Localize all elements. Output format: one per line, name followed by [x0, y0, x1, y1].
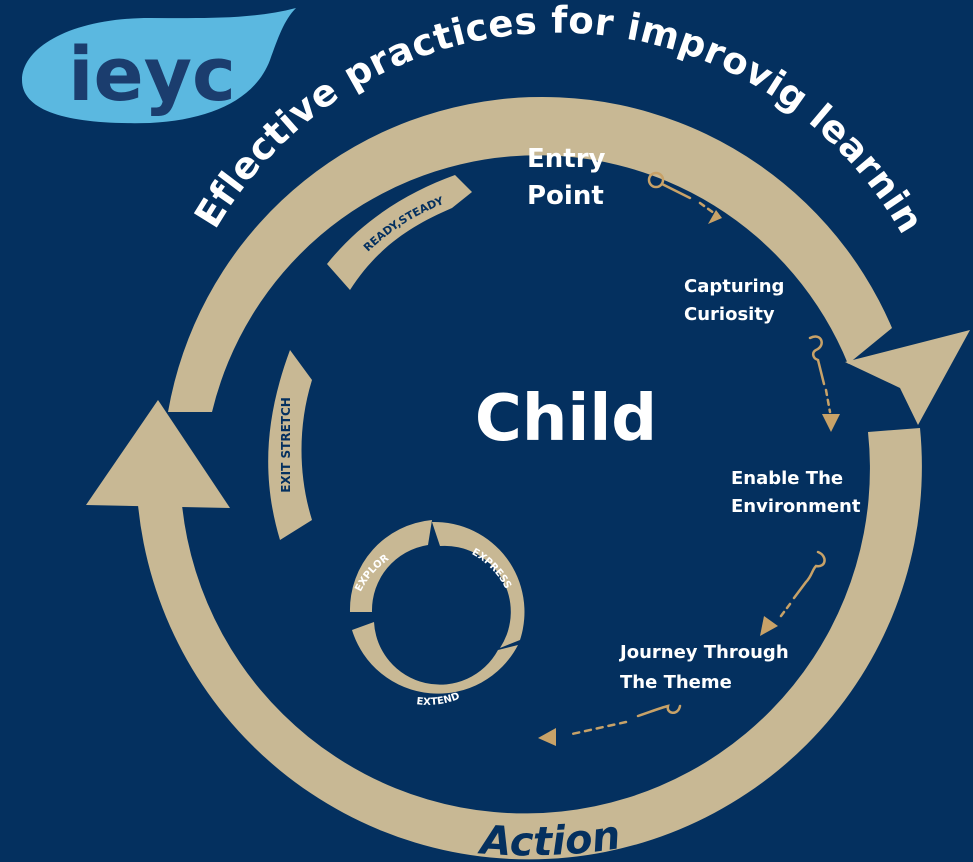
stage-journey-line-1: Journey Through: [618, 642, 789, 663]
exit-stretch-label: EXIT STRETCH: [279, 397, 293, 493]
stage-entry-line-1: Entry: [527, 144, 606, 174]
cycle-segment-extend: [352, 622, 518, 694]
stage-entry-point: Entry Point: [527, 144, 615, 211]
outer-ring-top-arc: [168, 96, 892, 413]
center-label: Child: [475, 382, 657, 456]
outer-ring-left-arrowhead: [86, 400, 230, 508]
stage-journey-line-2: The Theme: [620, 672, 732, 693]
pin-arrow-environment: [760, 550, 826, 636]
stage-curiosity-line-2: Curiosity: [684, 304, 775, 325]
stage-entry-line-2: Point: [527, 181, 604, 211]
outer-ring-right-arrowhead: [845, 330, 970, 425]
stage-environment-line-1: Enable The: [731, 468, 843, 489]
action-label: Action: [476, 812, 623, 862]
stage-curiosity-line-1: Capturing: [684, 276, 784, 297]
ieyc-logo-text: ieyc: [68, 32, 236, 118]
cycle-segment-express: [432, 521, 525, 648]
action-label-path: Action: [476, 812, 623, 862]
outer-ring-bottom-arc: [138, 428, 922, 860]
pin-arrow-curiosity: [808, 335, 840, 432]
stage-journey-theme: Journey Through The Theme: [618, 642, 795, 693]
stage-capturing-curiosity: Capturing Curiosity: [684, 276, 791, 325]
stage-environment-line-2: Environment: [731, 496, 861, 517]
stage-enable-environment: Enable The Environment: [731, 468, 861, 517]
pin-arrow-journey: [538, 704, 682, 746]
pin-connectors: [538, 171, 840, 746]
ieyc-logo-leaf: [22, 8, 296, 124]
ready-steady-arrow: [327, 175, 472, 290]
pin-arrow-entry: [647, 171, 722, 224]
cycle-segment-explor: [349, 520, 432, 612]
exit-stretch-arrow: [268, 350, 312, 540]
